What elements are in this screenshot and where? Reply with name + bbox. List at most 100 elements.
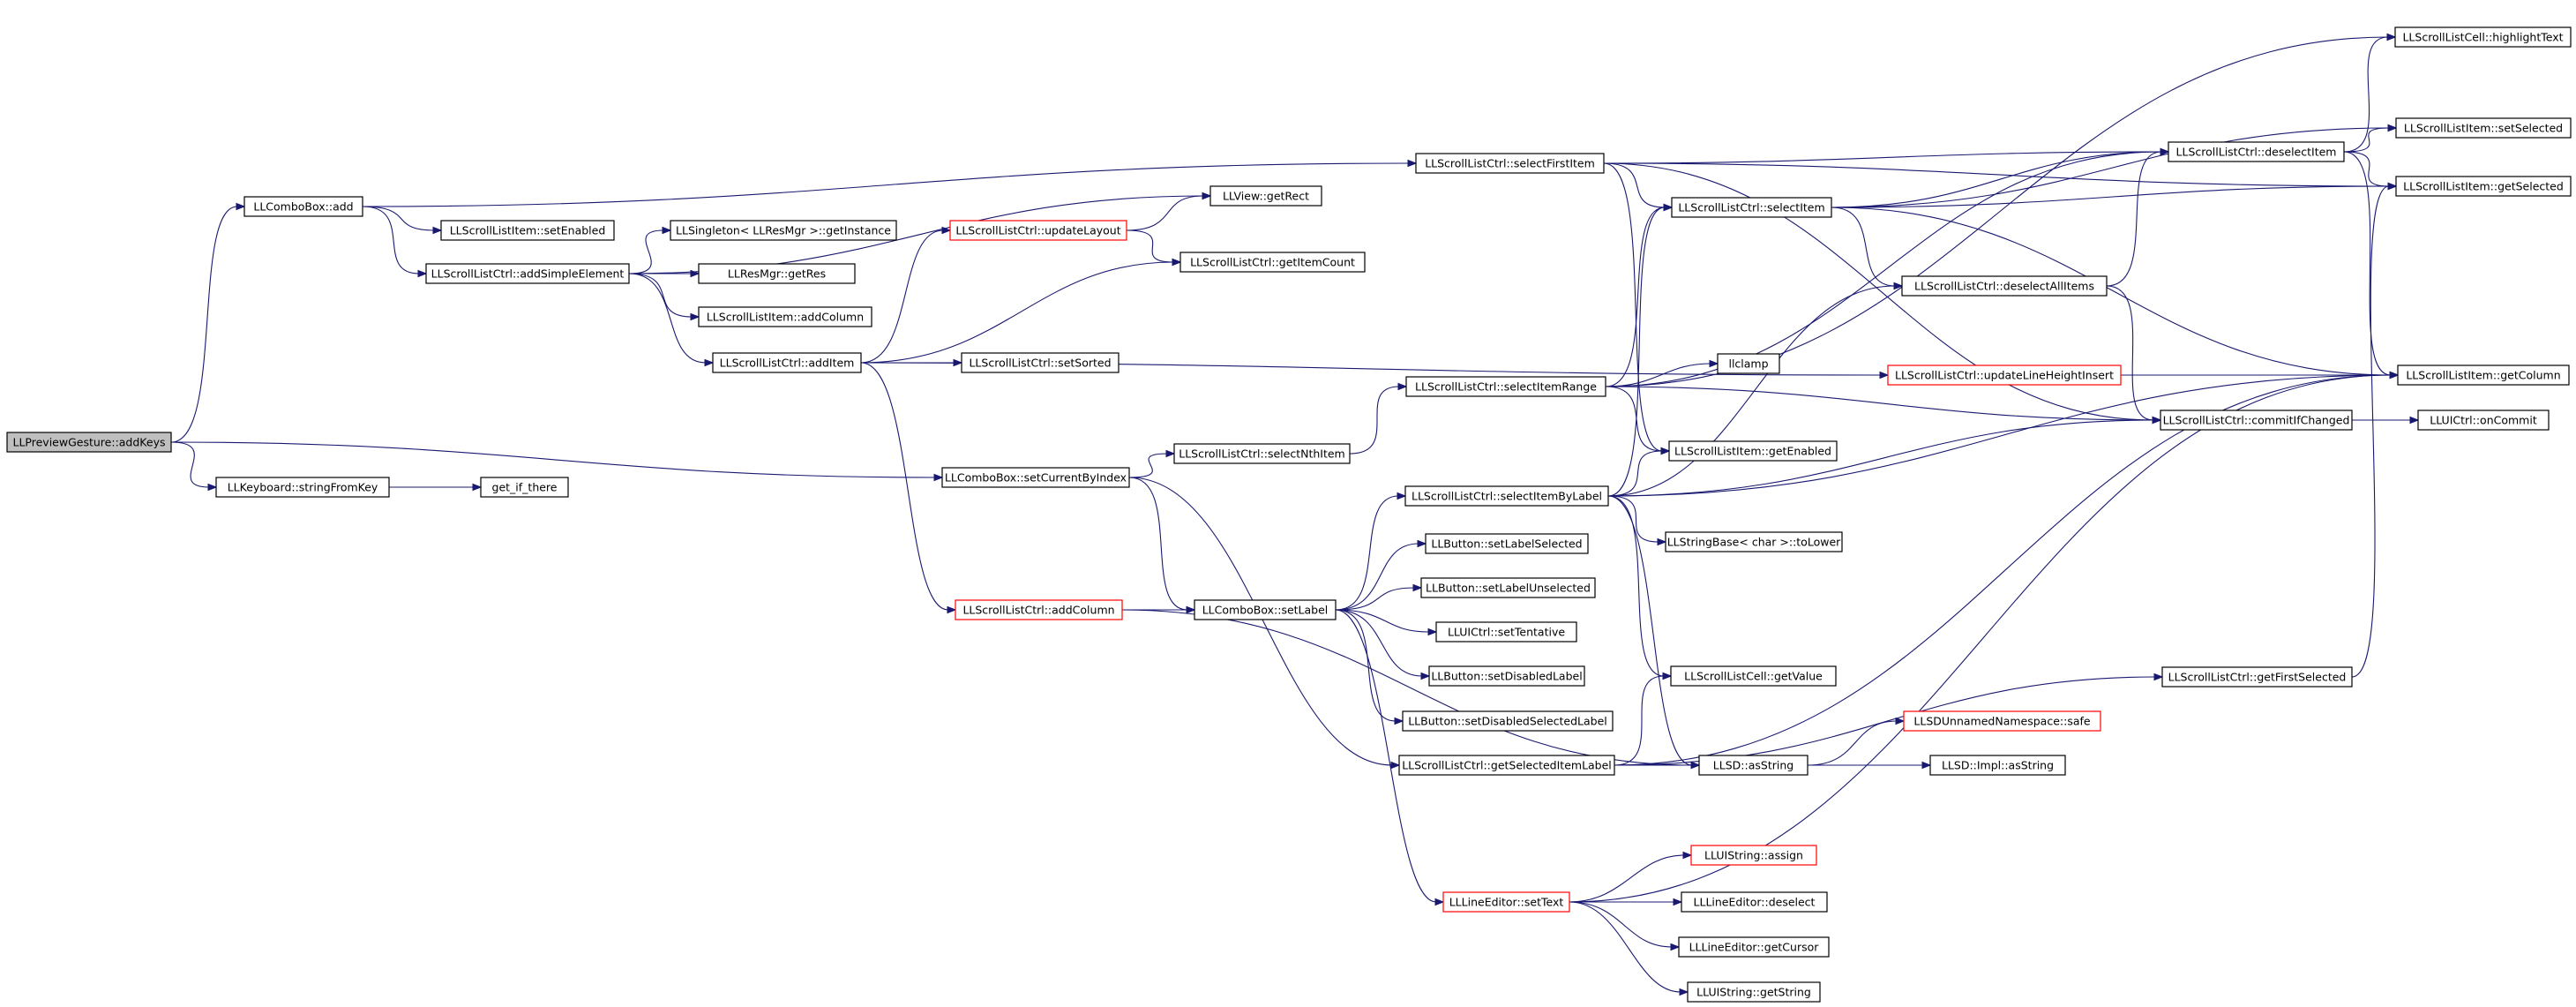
node-label: LLScrollListItem::getEnabled bbox=[1674, 445, 1831, 458]
node-label: LLResMgr::getRes bbox=[728, 267, 826, 281]
node-label: LLComboBox::setLabel bbox=[1202, 604, 1329, 617]
graph-node[interactable]: LLKeyboard::stringFromKey bbox=[215, 477, 390, 498]
edge-arrowhead bbox=[704, 358, 715, 367]
edge-arrowhead bbox=[1186, 605, 1196, 614]
edge-arrowhead bbox=[1660, 447, 1671, 455]
node-label: LLSDUnnamedNamespace::safe bbox=[1913, 715, 2090, 728]
graph-node[interactable]: LLUIString::assign bbox=[1690, 845, 1817, 866]
node-box bbox=[2168, 141, 2345, 162]
node-label: LLUICtrl::setTentative bbox=[1448, 626, 1565, 639]
graph-node[interactable]: LLScrollListCtrl::selectItemByLabel bbox=[1404, 485, 1609, 507]
graph-node[interactable]: LLPreviewGesture::addKeys bbox=[6, 432, 172, 453]
call-edge bbox=[1607, 374, 2392, 497]
node-box bbox=[243, 196, 363, 217]
graph-node[interactable]: LLStringBase< char >::toLower bbox=[1665, 531, 1843, 552]
node-label: LLSD::asString bbox=[1713, 759, 1793, 772]
graph-node[interactable]: LLScrollListCtrl::selectNthItem bbox=[1173, 443, 1351, 464]
node-label: LLUIString::assign bbox=[1704, 849, 1803, 862]
edge-arrowhead bbox=[236, 202, 246, 211]
node-box bbox=[1668, 440, 1838, 462]
node-label: LLScrollListCtrl::deselectAllItems bbox=[1914, 280, 2094, 293]
call-edge bbox=[628, 229, 664, 274]
graph-node[interactable]: LLScrollListCtrl::commitIfChanged bbox=[2160, 410, 2353, 431]
call-edge bbox=[628, 273, 707, 364]
node-box bbox=[1402, 710, 1614, 732]
graph-node[interactable]: LLScrollListCtrl::getItemCount bbox=[1179, 252, 1366, 273]
graph-node[interactable]: LLUICtrl::onCommit bbox=[2417, 410, 2550, 431]
graph-node[interactable]: LLButton::setLabelSelected bbox=[1425, 533, 1589, 554]
graph-node[interactable]: LLScrollListCtrl::selectItemRange bbox=[1405, 376, 1606, 397]
graph-node[interactable]: LLComboBox::setLabel bbox=[1194, 599, 1337, 620]
graph-node[interactable]: LLSD::asString bbox=[1698, 755, 1808, 776]
graph-node[interactable]: LLComboBox::setCurrentByIndex bbox=[941, 467, 1130, 488]
graph-node[interactable]: LLScrollListCtrl::getSelectedItemLabel bbox=[1398, 755, 1615, 776]
graph-node[interactable]: LLScrollListCtrl::selectItem bbox=[1671, 197, 1832, 218]
graph-node[interactable]: LLSDUnnamedNamespace::safe bbox=[1903, 710, 2101, 732]
graph-node[interactable]: LLResMgr::getRes bbox=[698, 263, 856, 284]
graph-node[interactable]: LLUIString::getString bbox=[1687, 981, 1821, 1003]
call-edge bbox=[1607, 285, 1896, 497]
edge-arrowhead bbox=[1893, 282, 1904, 290]
node-box bbox=[698, 306, 872, 327]
graph-node[interactable]: LLScrollListItem::setEnabled bbox=[440, 220, 615, 241]
graph-node[interactable]: LLScrollListCtrl::getFirstSelected bbox=[2161, 666, 2353, 688]
call-edge bbox=[1605, 386, 2154, 421]
graph-node[interactable]: LLLineEditor::setText bbox=[1442, 891, 1570, 913]
node-label: LLScrollListCtrl::selectNthItem bbox=[1179, 447, 1344, 461]
graph-node[interactable]: LLButton::setDisabledLabel bbox=[1428, 665, 1585, 687]
graph-node[interactable]: LLScrollListItem::addColumn bbox=[698, 306, 872, 327]
graph-node[interactable]: LLComboBox::add bbox=[243, 196, 363, 217]
graph-node[interactable]: LLScrollListItem::getSelected bbox=[2395, 176, 2572, 197]
call-edge bbox=[2106, 285, 2154, 421]
graph-node[interactable]: LLScrollListCtrl::addColumn bbox=[955, 599, 1123, 620]
graph-node[interactable]: LLView::getRect bbox=[1209, 185, 1322, 207]
graph-node[interactable]: LLScrollListCtrl::deselectItem bbox=[2168, 141, 2345, 162]
call-edge bbox=[1831, 151, 2162, 208]
node-box bbox=[215, 477, 390, 498]
graph-node[interactable]: LLScrollListItem::setSelected bbox=[2395, 117, 2572, 139]
graph-node[interactable]: LLScrollListCell::highlightText bbox=[2394, 26, 2572, 48]
node-label: LLView::getRect bbox=[1223, 190, 1309, 203]
call-edge bbox=[1128, 453, 1168, 478]
graph-node[interactable]: LLScrollListItem::getEnabled bbox=[1668, 440, 1838, 462]
edge-arrowhead bbox=[1390, 761, 1401, 770]
edge-arrowhead bbox=[1202, 192, 1212, 200]
graph-node[interactable]: LLSD::Impl::asString bbox=[1929, 755, 2066, 776]
graph-node[interactable]: LLUICtrl::setTentative bbox=[1435, 621, 1577, 643]
graph-node[interactable]: LLScrollListCtrl::updateLayout bbox=[949, 220, 1127, 241]
node-label: LLScrollListCtrl::getFirstSelected bbox=[2168, 671, 2347, 684]
edge-arrowhead bbox=[2153, 673, 2164, 681]
node-label: LLScrollListCtrl::selectItemRange bbox=[1415, 380, 1597, 394]
node-box bbox=[2395, 117, 2572, 139]
node-label: LLScrollListCtrl::deselectItem bbox=[2176, 146, 2337, 159]
graph-node[interactable]: LLScrollListCell::getValue bbox=[1670, 665, 1837, 687]
graph-node[interactable]: LLSingleton< LLResMgr >::getInstance bbox=[670, 220, 897, 241]
call-edge bbox=[1614, 675, 1665, 766]
graph-node[interactable]: LLButton::setLabelUnselected bbox=[1420, 577, 1596, 598]
call-edge bbox=[1335, 495, 1399, 611]
graph-node[interactable]: LLScrollListCtrl::addSimpleElement bbox=[425, 263, 630, 284]
call-edge bbox=[1831, 207, 2392, 376]
edge-arrowhead bbox=[1397, 382, 1408, 391]
graph-node[interactable]: LLLineEditor::deselect bbox=[1681, 891, 1828, 913]
edge-arrowhead bbox=[432, 226, 443, 235]
graph-node[interactable]: LLScrollListItem::getColumn bbox=[2397, 364, 2570, 386]
graph-node[interactable]: LLScrollListCtrl::selectFirstItem bbox=[1415, 153, 1605, 174]
node-layer: LLPreviewGesture::addKeys LLComboBox::add… bbox=[6, 26, 2572, 1003]
graph-node[interactable]: get_if_there bbox=[480, 477, 569, 498]
graph-node[interactable]: LLScrollListCtrl::deselectAllItems bbox=[1901, 275, 2108, 297]
call-edge bbox=[170, 206, 238, 443]
graph-node[interactable]: LLScrollListCtrl::updateLineHeightInsert bbox=[1887, 364, 2122, 386]
edge-arrowhead bbox=[2160, 147, 2170, 156]
call-edge bbox=[628, 273, 693, 318]
edge-arrowhead bbox=[1673, 898, 1683, 906]
graph-node[interactable]: llclamp bbox=[1717, 353, 1780, 374]
graph-node[interactable]: LLScrollListCtrl::addItem bbox=[712, 352, 862, 373]
graph-node[interactable]: LLLineEditor::getCursor bbox=[1678, 936, 1830, 958]
graph-node[interactable]: LLButton::setDisabledSelectedLabel bbox=[1402, 710, 1614, 732]
call-edge bbox=[1614, 374, 2392, 766]
graph-node[interactable]: LLScrollListCtrl::setSorted bbox=[961, 352, 1120, 373]
node-label: LLScrollListItem::addColumn bbox=[707, 311, 864, 324]
node-box bbox=[480, 477, 569, 498]
call-edge bbox=[1603, 162, 1663, 452]
